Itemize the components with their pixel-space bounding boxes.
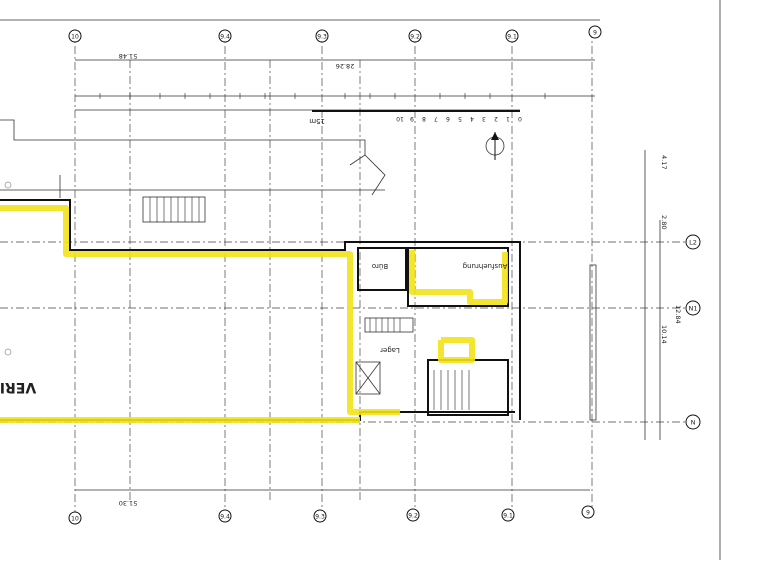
scale-tick-label: 3 <box>482 115 486 122</box>
vertical-grid-lines <box>74 30 593 515</box>
grid-label: 9.2 <box>408 513 418 520</box>
top-dimension-chains: 51.48 28.26 <box>75 52 595 111</box>
axis-bubble-L2: L2 <box>685 234 701 250</box>
grid-label: 9.4 <box>220 34 230 41</box>
scale-tick-label: 6 <box>446 115 450 122</box>
grid-label: 9 <box>586 510 590 517</box>
grid-label: 9.3 <box>315 514 325 521</box>
scale-tick-label: 9 <box>410 115 414 122</box>
grid-bubble-9-4-top: 9.4 <box>218 29 232 43</box>
dimension-right-upper: 4.17 <box>660 155 668 169</box>
highlighted-boundary-storage <box>438 337 475 363</box>
scale-tick-label: 2 <box>494 115 498 122</box>
dimension-right-mid: 2.80 <box>660 215 668 229</box>
grid-label: 9.4 <box>220 514 230 521</box>
grid-bubble-9-2-top: 9.2 <box>408 29 422 43</box>
scale-bar-unit: 15m <box>309 117 325 125</box>
punch-hole-mark <box>4 181 12 189</box>
room-label-verkauf: VERI <box>0 379 36 395</box>
dimension-top-mid: 28.26 <box>336 62 355 70</box>
dimension-bottom-total: 51.30 <box>119 499 138 507</box>
axis-label: L2 <box>689 239 697 247</box>
scale-bar: 15m 10 9 8 7 6 5 4 3 2 1 0 <box>309 110 522 125</box>
facade-column <box>589 264 597 421</box>
execution-room <box>407 247 509 307</box>
dimension-right-sub: 10.14 <box>660 325 668 344</box>
scale-tick-label: 1 <box>506 115 510 122</box>
top-grid-bubbles: 10 9.4 9.3 9.2 9.1 9 <box>68 25 602 43</box>
scale-tick-label: 7 <box>434 115 438 122</box>
highlighted-boundary-main <box>0 205 400 415</box>
grid-label: 9.1 <box>507 34 517 41</box>
grid-bubble-9-top: 9 <box>588 25 602 39</box>
grid-bubble-9-1-top: 9.1 <box>505 29 519 43</box>
scale-tick-label: 0 <box>518 115 522 122</box>
axis-bubble-N1: N1 <box>685 300 701 316</box>
highlighted-boundary-room <box>409 250 508 305</box>
elevator-shaft <box>355 361 381 395</box>
grid-bubble-9-2-bottom: 9.2 <box>406 508 420 522</box>
punch-hole-mark <box>4 348 12 356</box>
counter <box>364 317 414 333</box>
room-label-buero: Büro <box>372 262 388 270</box>
dimension-top-total: 51.48 <box>119 52 138 60</box>
building-walls <box>0 199 597 421</box>
grid-label: 9.3 <box>317 34 327 41</box>
room-label-lager: Lager <box>380 346 400 354</box>
scale-tick-label: 10 <box>396 115 404 122</box>
north-arrow-icon <box>485 132 505 160</box>
scale-tick-label: 5 <box>458 115 462 122</box>
bottom-grid-bubbles: 10 9.4 9.3 9.2 9.1 9 <box>68 505 595 525</box>
grid-bubble-9-3-bottom: 9.3 <box>313 509 327 523</box>
neighbor-structure <box>0 119 386 223</box>
scale-tick-label: 4 <box>470 115 474 122</box>
office-room <box>357 247 407 291</box>
grid-label: 9 <box>593 30 597 37</box>
right-dimension-chain: 4.17 2.80 12.84 10.14 <box>644 150 682 440</box>
grid-label: 10 <box>71 516 79 523</box>
grid-bubble-10-top: 10 <box>68 29 82 43</box>
grid-bubble-9-bottom: 9 <box>581 505 595 519</box>
grid-bubble-10-bottom: 10 <box>68 511 82 525</box>
grid-bubble-9-3-top: 9.3 <box>315 29 329 43</box>
grid-bubble-9-1-bottom: 9.1 <box>501 508 515 522</box>
grid-label: 10 <box>71 34 79 41</box>
axis-bubble-N: N <box>685 414 701 430</box>
grid-bubble-9-4-bottom: 9.4 <box>218 509 232 523</box>
grid-label: 9.2 <box>410 34 420 41</box>
room-label-ausfuehrung: Ausfuehrung <box>463 262 508 270</box>
dimension-right-total: 12.84 <box>674 305 682 324</box>
right-axis-bubbles: L2 N1 N <box>685 234 701 430</box>
stairwell <box>427 359 509 416</box>
axis-label: N1 <box>689 305 698 313</box>
scale-tick-label: 8 <box>422 115 426 122</box>
axis-label: N <box>691 419 696 427</box>
grid-label: 9.1 <box>503 513 513 520</box>
